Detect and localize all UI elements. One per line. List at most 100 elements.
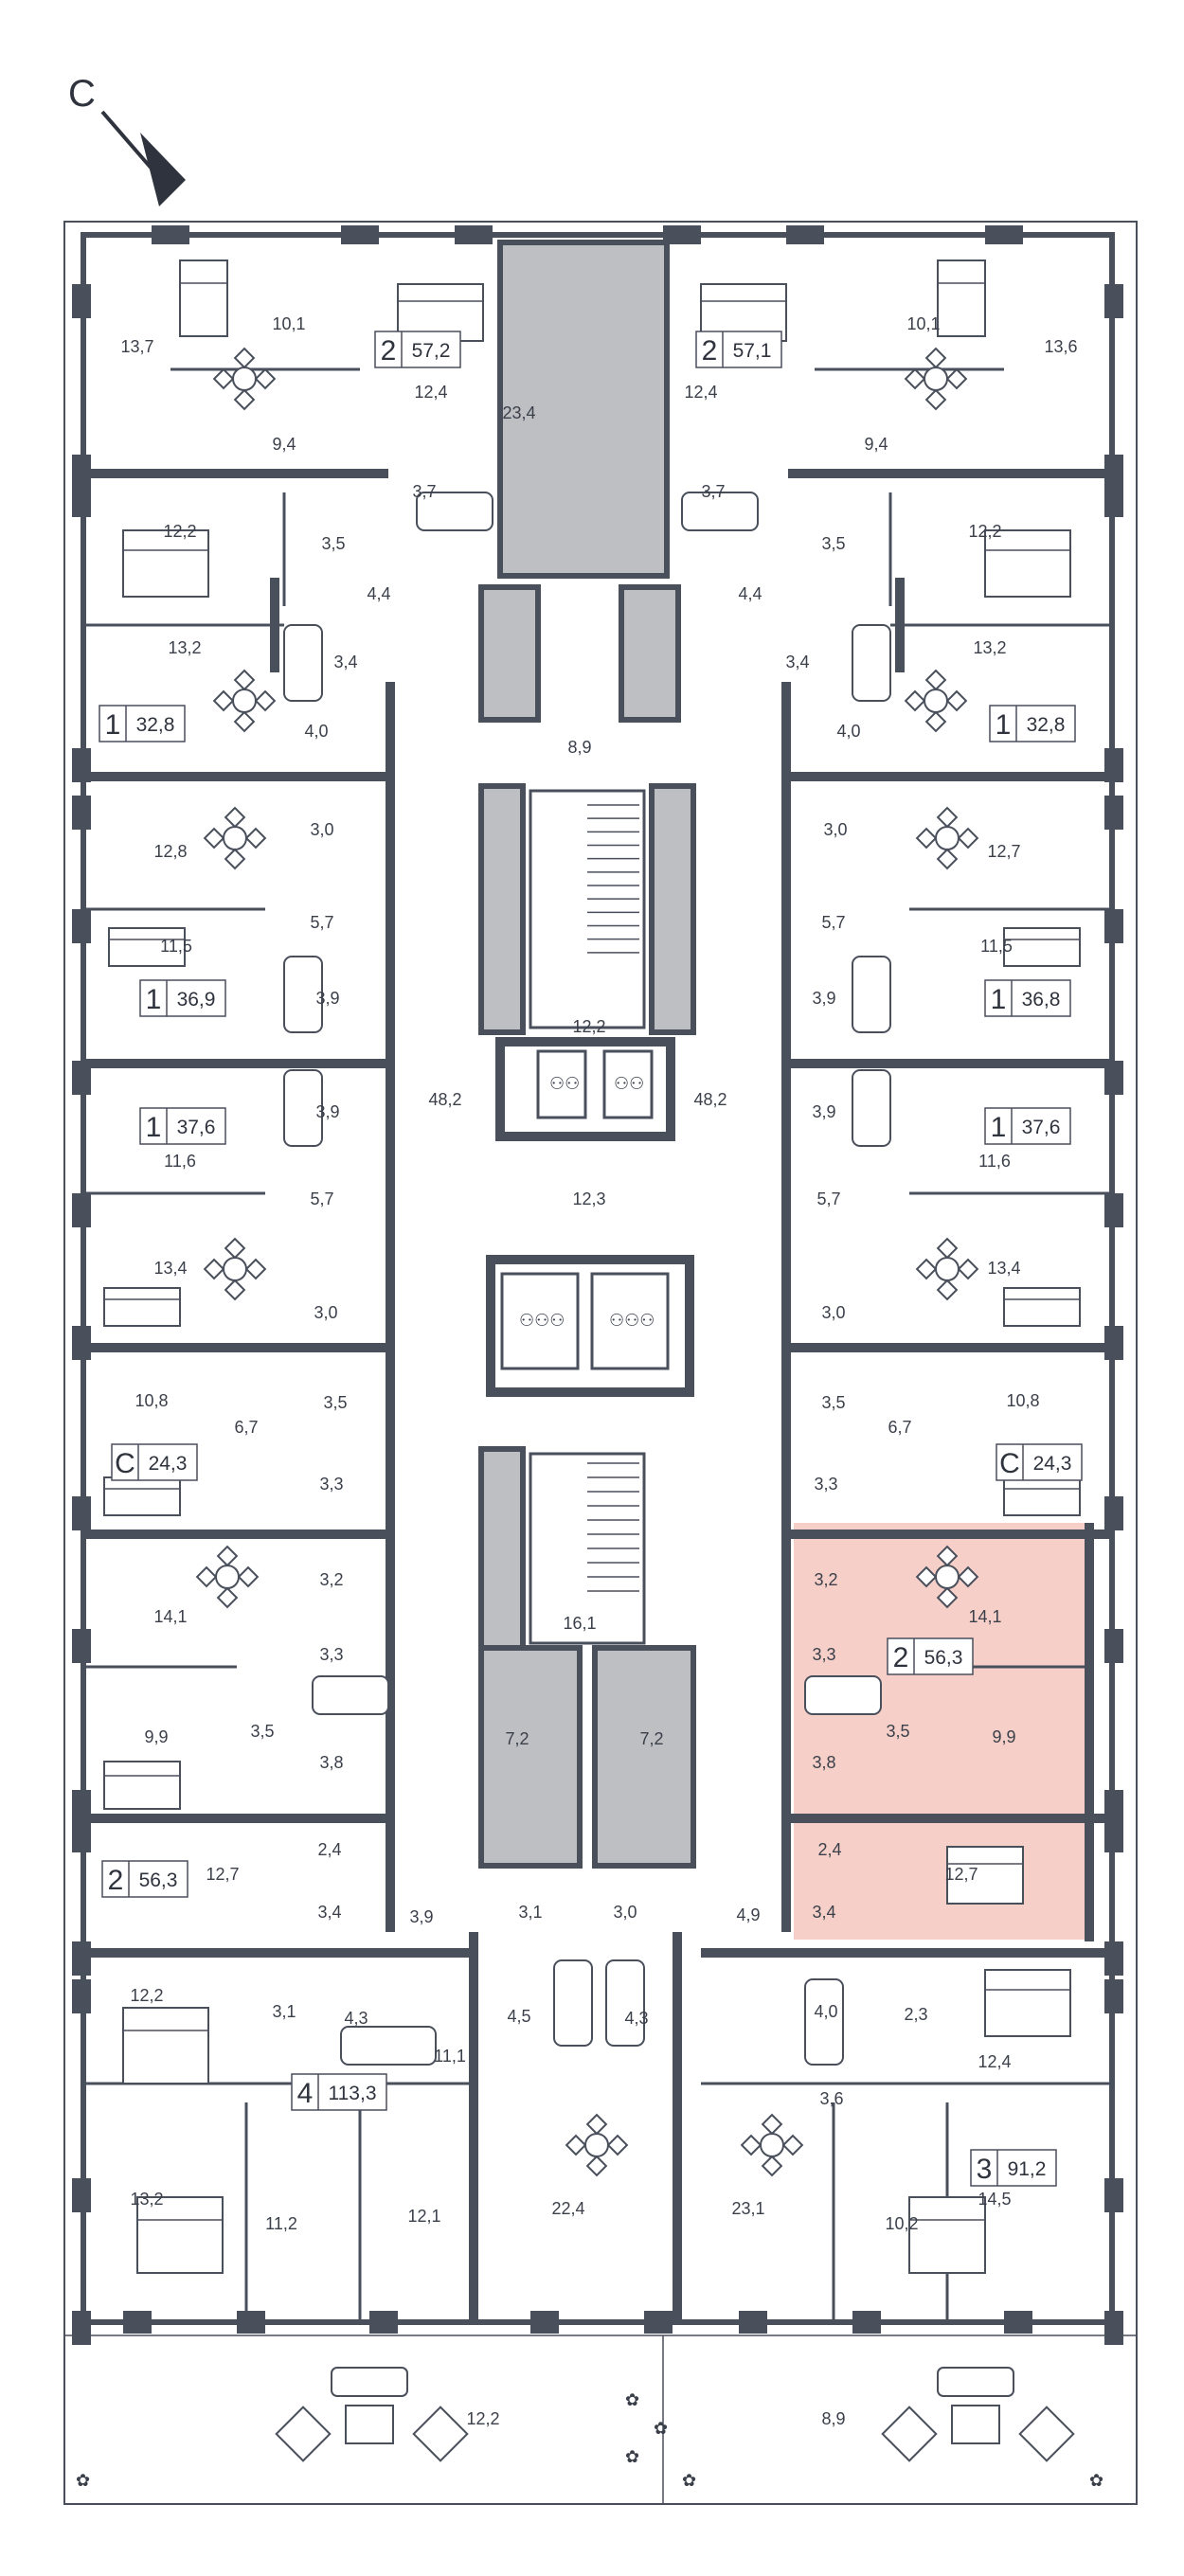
room-count: 1 [146,1112,162,1143]
room-count: С [115,1448,135,1479]
bed [179,259,228,337]
room-count: 3 [977,2154,993,2185]
shaft-left-upper [478,584,541,723]
room-area-label: 3,0 [613,1903,637,1922]
room-area-label: 3,4 [785,653,809,671]
room-area-label: 13,2 [130,2190,163,2209]
window [1104,1629,1123,1663]
dining-table [212,347,277,411]
room-area-label: 7,2 [505,1729,529,1748]
room-area-label: 22,4 [551,2199,584,2218]
room-area-label: 12,8 [153,842,187,861]
window [739,2311,767,2334]
room-area-label: 3,1 [518,1903,542,1922]
window [341,225,379,244]
bed [103,1287,181,1327]
room-area-label: 12,2 [130,1986,163,2005]
window [72,2311,91,2345]
window [852,2311,881,2334]
room-area-label: 12,4 [414,383,447,402]
apartment-area: 113,3 [329,2083,377,2104]
north-arrow-icon [140,133,186,206]
window [985,225,1023,244]
apartment-area: 24,3 [1033,1453,1072,1475]
window [786,225,824,244]
window [72,1193,91,1227]
room-area-label: 3,5 [821,1393,845,1412]
terrace [63,2334,1138,2505]
room-count: 1 [105,709,121,741]
bed [108,927,186,967]
room-area-label: 4,3 [344,2009,368,2028]
room-area-label: 3,0 [314,1303,337,1322]
apartment-area: 57,1 [733,340,772,362]
room-area-label: 12,7 [206,1865,239,1884]
room-area-label: 10,2 [885,2214,918,2233]
dining-table [904,669,968,733]
window [72,1818,91,1852]
bed [984,1969,1071,2037]
room-area-label: 4,4 [738,584,762,603]
room-count: 1 [996,709,1012,741]
window [369,2311,398,2334]
window [72,1941,91,1976]
window [72,1629,91,1663]
shaft-top [497,240,670,579]
room-area-label: 4,3 [624,2009,648,2028]
bed [908,2196,986,2274]
window [72,796,91,830]
dining-table [740,2113,804,2177]
window [152,225,189,244]
room-area-label: 3,9 [315,1102,339,1121]
window [530,2311,559,2334]
room-area-label: 9,9 [144,1727,168,1746]
staircase-lower [529,1452,646,1645]
window [644,2311,673,2334]
room-area-label: 10,8 [135,1391,168,1410]
shaft-lower-right [592,1645,696,1869]
stair-bottom-left [478,1446,526,1651]
room-area-label: 23,1 [731,2199,764,2218]
window [1104,2311,1123,2345]
room-area-label: 3,3 [319,1475,343,1494]
terrace-furniture: ✿ ✿ ✿ ✿ ✿ ✿ [76,2367,1103,2490]
room-area-label: 3,2 [319,1570,343,1589]
room-area-label: 2,3 [904,2005,927,2024]
room-area-label: 48,2 [428,1090,461,1109]
window [72,1979,91,2013]
window [123,2311,152,2334]
window [1004,2311,1032,2334]
window [72,2178,91,2212]
stair-top-right [649,783,696,1035]
room-area-label: 2,4 [817,1840,841,1859]
svg-text:✿: ✿ [654,2419,668,2438]
room-area-label: 2,4 [317,1840,341,1859]
bed [103,1761,181,1810]
window [1104,1818,1123,1852]
window [72,483,91,517]
window [1104,796,1123,830]
room-area-label: 3,5 [323,1393,347,1412]
room-area-label: 14,5 [978,2190,1011,2209]
window [1104,1061,1123,1095]
window [72,909,91,943]
room-area-label: 11,6 [164,1152,196,1171]
dining-table [565,2113,629,2177]
room-area-label: 12,2 [968,522,1001,541]
dining-table [212,669,277,733]
